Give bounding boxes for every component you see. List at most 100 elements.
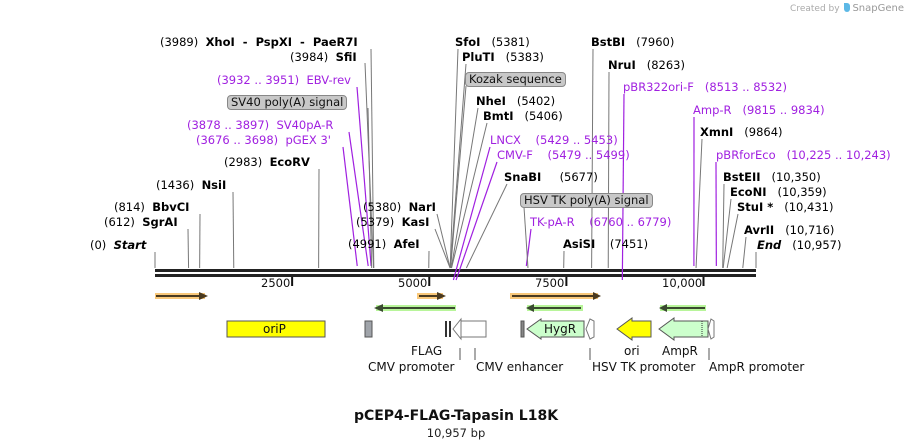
feature-oriP[interactable] xyxy=(226,320,326,338)
site-pos: (7451) xyxy=(609,237,649,251)
site-label-afei[interactable]: (4991) AfeI xyxy=(348,237,420,251)
site-label-econi[interactable]: EcoNI (10,359) xyxy=(730,185,827,199)
orf-arrow-4[interactable] xyxy=(374,304,456,312)
map-title: pCEP4-FLAG-Tapasin L18K xyxy=(353,408,559,424)
feature-label-ampr-promoter: AmpR promoter xyxy=(709,360,805,374)
site-label-start[interactable]: (0) Start xyxy=(90,238,146,252)
site-pos: (9864) xyxy=(744,125,783,139)
site-label-asisi[interactable]: AsiSI (7451) xyxy=(563,237,648,251)
primer-name: CMV-F xyxy=(497,148,533,162)
site-line-xmni xyxy=(695,138,703,269)
site-label-pluti[interactable]: PluTI (5383) xyxy=(462,50,544,64)
site-line-xhoi xyxy=(370,48,375,269)
feature-ori[interactable] xyxy=(616,317,652,341)
site-name: BmtI xyxy=(483,109,514,123)
site-label-avrii[interactable]: AvrII (10,716) xyxy=(744,223,834,237)
primer-label-pgex3[interactable]: (3676 .. 3698) pGEX 3' xyxy=(196,133,331,147)
site-line-kasi xyxy=(434,228,451,269)
site-label-stui[interactable]: StuI * (10,431) xyxy=(737,200,833,214)
site-name: SfoI xyxy=(455,35,481,49)
orf-arrow-5[interactable] xyxy=(526,304,583,312)
primer-name: EBV-rev xyxy=(306,73,351,87)
site-pos: (2983) xyxy=(224,155,263,169)
site-label-nhei[interactable]: NheI (5402) xyxy=(476,94,555,108)
site-label-sfoi[interactable]: SfoI (5381) xyxy=(455,35,530,49)
primer-label-cmv-f[interactable]: CMV-F (5479 .. 5499) xyxy=(497,148,630,162)
credit-brand: SnapGene xyxy=(852,3,904,14)
site-label-xmni[interactable]: XmnI (9864) xyxy=(700,125,783,139)
primer-range: (3676 .. 3698) xyxy=(196,133,279,147)
site-line-bsteii xyxy=(722,183,725,269)
site-label-sfii[interactable]: (3984) SfiI xyxy=(290,50,357,64)
site-name: AsiSI xyxy=(563,237,596,251)
site-name: XhoI - PspXI - PaeR7I xyxy=(205,35,358,49)
site-pos: (10,957) xyxy=(792,238,842,252)
primer-label-amp-r[interactable]: Amp-R (9815 .. 9834) xyxy=(693,103,825,117)
annotation-line-2 xyxy=(523,206,529,269)
primer-line-ebv-rev xyxy=(356,86,372,267)
site-label-bsteii[interactable]: BstEII (10,350) xyxy=(723,170,821,184)
site-label-kasi[interactable]: (5379) KasI xyxy=(356,215,429,229)
primer-label-ebv-rev[interactable]: (3932 .. 3951) EBV-rev xyxy=(217,73,351,87)
site-pos: (5406) xyxy=(524,109,563,123)
site-pos: (3989) xyxy=(160,35,199,49)
feature-AmpR-promoter[interactable] xyxy=(707,318,715,340)
annotation-hsv-tk-polya[interactable]: HSV TK poly(A) signal xyxy=(520,193,653,208)
site-name: AfeI xyxy=(393,237,420,251)
orf-arrow-2[interactable] xyxy=(417,292,446,300)
site-name: BbvCI xyxy=(152,200,190,214)
site-name: Start xyxy=(113,238,147,252)
site-pos: (5379) xyxy=(356,215,395,229)
annotation-kozak[interactable]: Kozak sequence xyxy=(465,72,566,87)
site-name: NsiI xyxy=(201,178,227,192)
site-line-econi xyxy=(722,198,732,269)
orf-arrow-6[interactable] xyxy=(659,304,706,312)
site-pos: (5383) xyxy=(505,50,544,64)
site-name: BstEII xyxy=(723,170,761,184)
orf-arrow-3[interactable] xyxy=(510,292,601,300)
site-line-nsii xyxy=(232,191,235,269)
feature-HSV-TK-promoter[interactable] xyxy=(585,318,595,340)
feature-CMV-promoter[interactable] xyxy=(452,317,487,341)
site-label-xhoi[interactable]: (3989) XhoI - PspXI - PaeR7I xyxy=(160,35,358,49)
feature-small-gray-2[interactable] xyxy=(520,320,525,338)
site-label-bstbi[interactable]: BstBI (7960) xyxy=(591,35,674,49)
feature-label-ampr: AmpR xyxy=(662,344,698,358)
site-line-bmti xyxy=(451,122,488,269)
site-line-avrii xyxy=(742,236,747,269)
site-label-end[interactable]: End (10,957) xyxy=(757,238,841,252)
primer-name: pBRforEco xyxy=(716,148,776,162)
annotation-sv40-polya[interactable]: SV40 poly(A) signal xyxy=(227,95,348,110)
site-label-ecorv[interactable]: (2983) EcoRV xyxy=(224,155,310,169)
orf-arrow-1[interactable] xyxy=(155,292,208,300)
site-label-snabi[interactable]: SnaBI (5677) xyxy=(504,170,598,184)
site-label-nari[interactable]: (5380) NarI xyxy=(363,200,436,214)
annotation-line-0 xyxy=(367,107,373,269)
primer-label-sv40pa-r[interactable]: (3878 .. 3897) SV40pA-R xyxy=(187,118,333,132)
primer-label-pbr322ori-f[interactable]: pBR322ori-F (8513 .. 8532) xyxy=(623,80,787,94)
feature-AmpR[interactable] xyxy=(658,317,709,341)
site-label-bbvci[interactable]: (814) BbvCI xyxy=(114,200,189,214)
site-name: NheI xyxy=(476,94,506,108)
feature-label-ori: ori xyxy=(624,344,640,358)
site-line-sfoi xyxy=(449,48,459,269)
site-name: SgrAI xyxy=(142,215,178,229)
feature-label-hygr: HygR xyxy=(544,322,577,336)
primer-label-pbrforeco[interactable]: pBRforEco (10,225 .. 10,243) xyxy=(716,148,891,162)
site-pos: (5677) xyxy=(559,170,598,184)
feature-small-gray[interactable] xyxy=(364,320,373,338)
site-label-sgrai[interactable]: (612) SgrAI xyxy=(104,215,178,229)
primer-range: (3932 .. 3951) xyxy=(217,73,300,87)
primer-label-lncx[interactable]: LNCX (5429 .. 5453) xyxy=(490,133,618,147)
site-pos: (5380) xyxy=(363,200,402,214)
site-label-bmti[interactable]: BmtI (5406) xyxy=(483,109,563,123)
annotation-line-1 xyxy=(450,85,467,269)
site-pos: (5381) xyxy=(491,35,530,49)
site-pos: (814) xyxy=(114,200,145,214)
site-label-nsii[interactable]: (1436) NsiI xyxy=(156,178,226,192)
primer-label-tk-pa-r[interactable]: TK-pA-R (6760 .. 6779) xyxy=(530,215,671,229)
feature-FLAG[interactable] xyxy=(445,321,451,337)
site-label-nrui[interactable]: NruI (8263) xyxy=(608,58,685,72)
feature-HygR[interactable] xyxy=(526,318,585,340)
